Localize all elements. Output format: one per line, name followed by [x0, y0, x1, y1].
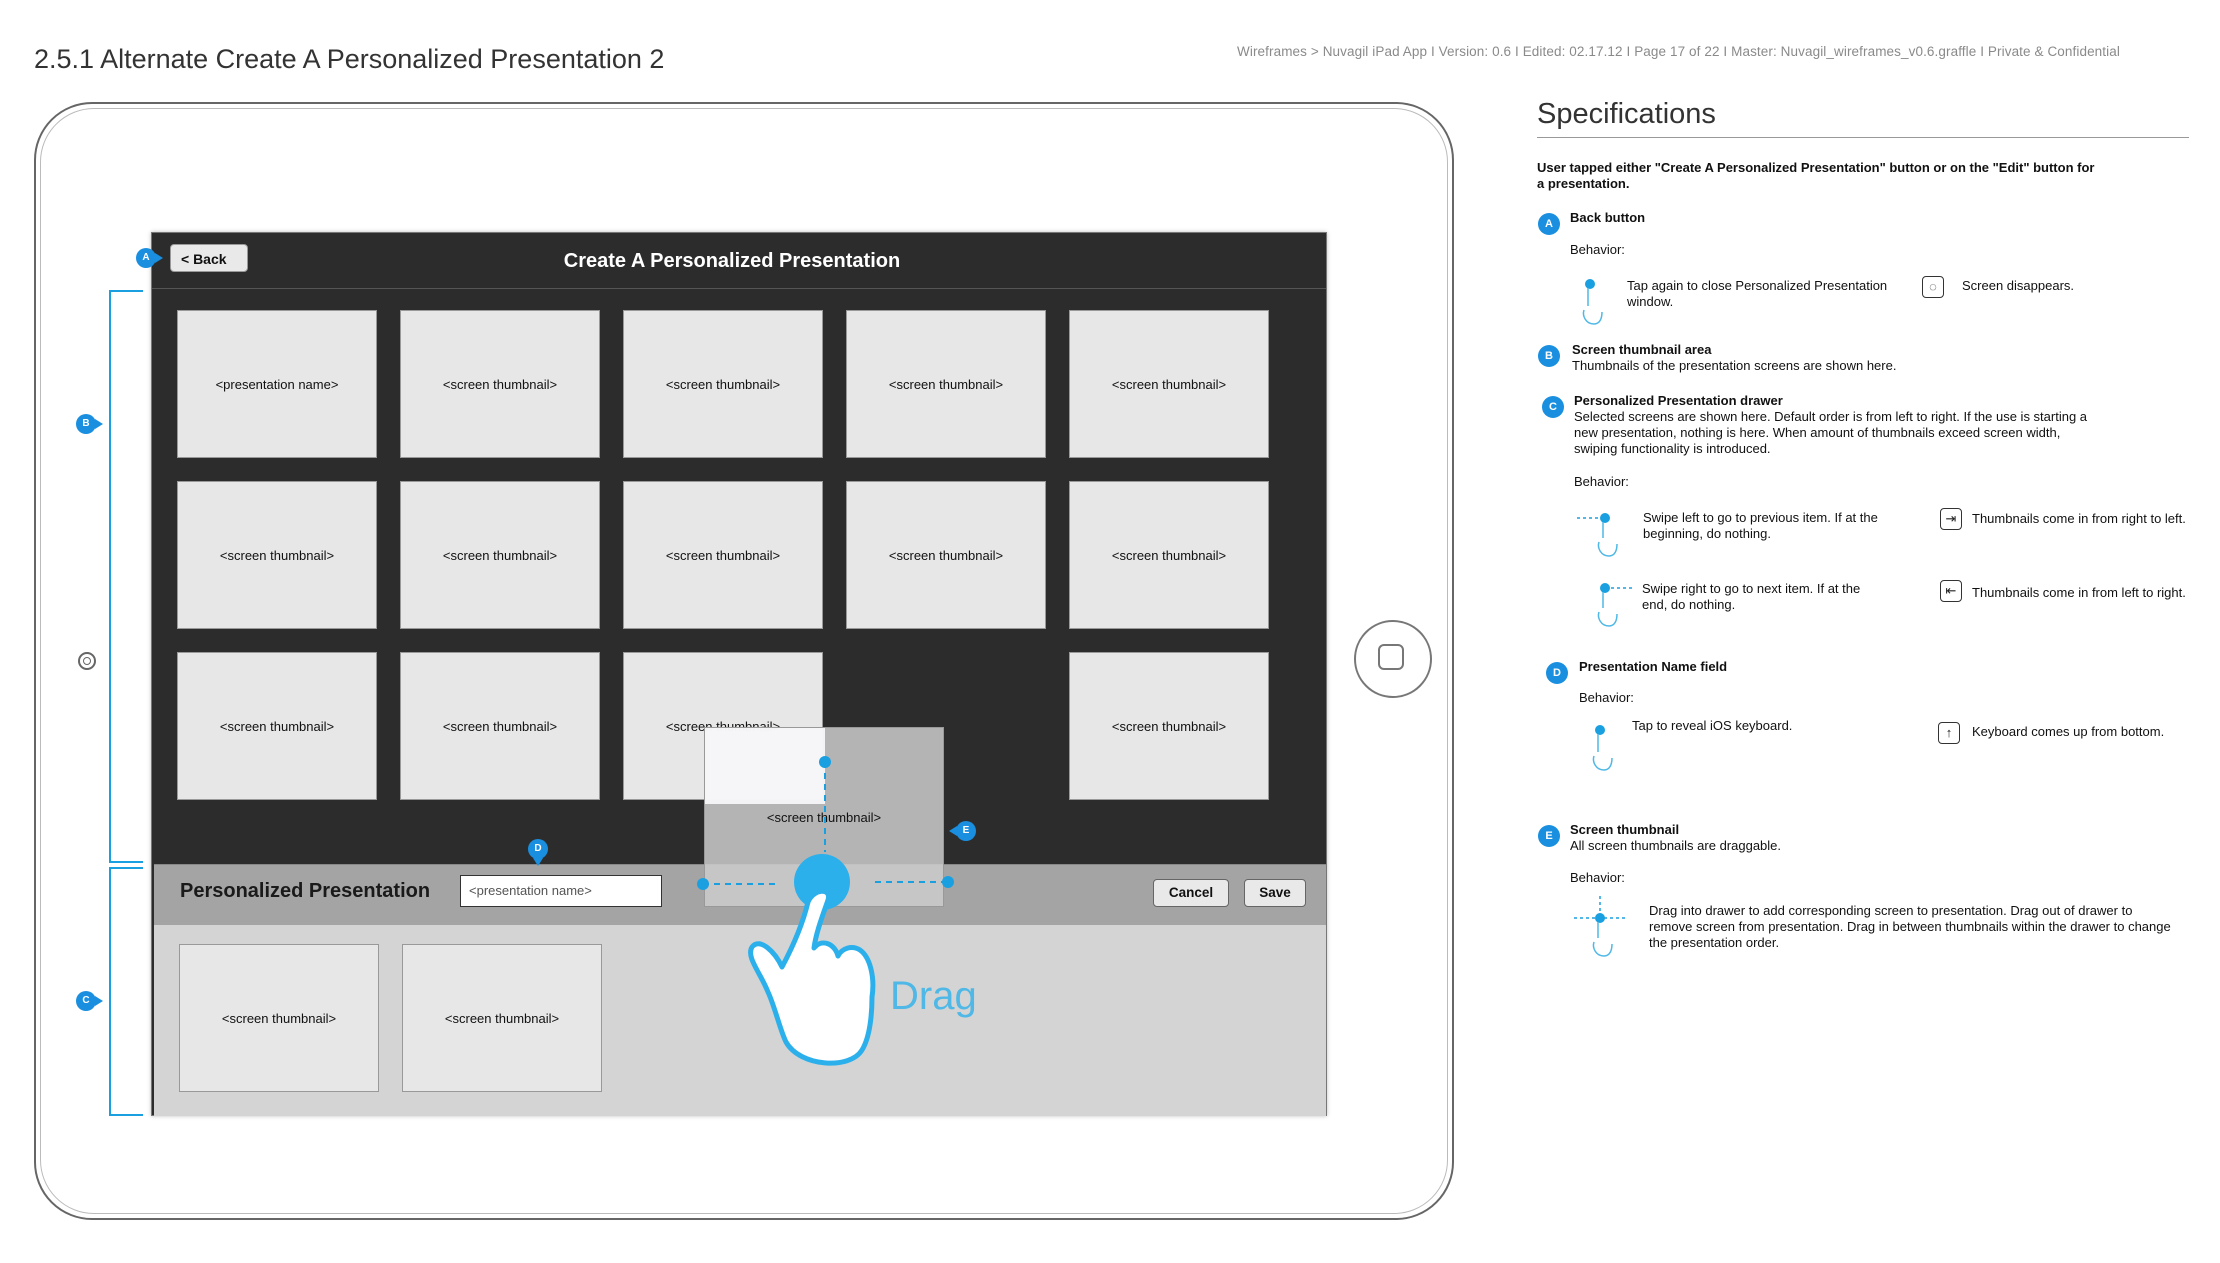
spec-b-desc: Thumbnails of the presentation screens a…: [1572, 358, 1897, 373]
screen-thumbnail[interactable]: <screen thumbnail>: [846, 310, 1046, 458]
spec-a-tap-text: Tap again to close Personalized Presenta…: [1627, 278, 1888, 309]
document-meta: Wireframes > Nuvagil iPad App I Version:…: [1237, 44, 2120, 59]
spec-badge-e: E: [1538, 825, 1560, 847]
spec-d-heading: Presentation Name field: [1579, 659, 1728, 674]
save-button[interactable]: Save: [1244, 879, 1306, 907]
callout-b: B: [76, 414, 103, 434]
callout-a: A: [136, 248, 163, 268]
screen-thumbnail[interactable]: <screen thumbnail>: [1069, 310, 1269, 458]
screen-thumbnail[interactable]: <screen thumbnail>: [623, 481, 823, 629]
spec-b-heading: Screen thumbnail area: [1572, 342, 1712, 357]
spec-c-behavior-label: Behavior:: [1574, 474, 1629, 489]
screen-thumbnail[interactable]: <screen thumbnail>: [177, 481, 377, 629]
dragged-thumbnail-highlight: [705, 728, 825, 804]
swipe-left-gesture-icon: [1577, 513, 1618, 557]
spec-a-heading: Back button: [1570, 210, 1646, 225]
drawer-thumbnail[interactable]: <screen thumbnail>: [402, 944, 602, 1092]
callout-e: E: [949, 821, 976, 841]
spec-c-swipe-left-result: Thumbnails come in from right to left.: [1972, 511, 2186, 526]
spec-c-desc: Selected screens are shown here. Default…: [1574, 409, 2088, 456]
nav-title: Create A Personalized Presentation: [563, 250, 901, 272]
spec-a-behavior-label: Behavior:: [1570, 242, 1625, 257]
spec-e-heading: Screen thumbnail: [1570, 822, 1680, 837]
ipad-frame: [34, 102, 1454, 1220]
tap-gesture-icon: [1592, 725, 1613, 771]
screen-thumbnail[interactable]: <screen thumbnail>: [1069, 481, 1269, 629]
back-button[interactable]: < Back: [170, 244, 248, 272]
spec-e-behavior-label: Behavior:: [1570, 870, 1625, 885]
swipe-right-gesture-icon: [1597, 583, 1633, 627]
screen-thumbnail[interactable]: <screen thumbnail>: [400, 481, 600, 629]
home-button-icon: [1378, 644, 1404, 670]
bracket-c: [109, 867, 143, 1116]
spec-badge-b: B: [1538, 345, 1560, 367]
spec-e-desc: All screen thumbnails are draggable.: [1570, 838, 1782, 853]
tap-gesture-icon: [1582, 279, 1603, 325]
screen-thumbnail[interactable]: <screen thumbnail>: [400, 652, 600, 800]
screen-close-icon: ◌: [1922, 276, 1944, 298]
nav-bar: [152, 233, 1326, 289]
callout-c: C: [76, 991, 103, 1011]
ipad-bezel: [40, 108, 1448, 1214]
spec-a-result: Screen disappears.: [1962, 278, 2075, 293]
spec-badge-d: D: [1546, 662, 1568, 684]
drag-gesture-icon: [1574, 896, 1626, 957]
slide-in-left-icon: ⇥: [1940, 508, 1962, 530]
spec-badge-a: A: [1538, 213, 1560, 235]
drag-hand-icon: [697, 756, 954, 1066]
screen-thumbnail[interactable]: <screen thumbnail>: [846, 481, 1046, 629]
screen-thumbnail[interactable]: <screen thumbnail>: [1069, 652, 1269, 800]
presentation-name-thumbnail[interactable]: <presentation name>: [177, 310, 377, 458]
spec-c-heading: Personalized Presentation drawer: [1574, 393, 1783, 408]
slide-in-right-icon: ⇤: [1940, 580, 1962, 602]
cancel-button[interactable]: Cancel: [1153, 879, 1229, 907]
spec-d-tap-text: Tap to reveal iOS keyboard.: [1632, 718, 1793, 733]
screen-thumbnail[interactable]: <screen thumbnail>: [623, 310, 823, 458]
screen-thumbnail[interactable]: <screen thumbnail>: [400, 310, 600, 458]
specs-title: Specifications: [1537, 98, 1716, 130]
callout-d: D: [528, 839, 548, 866]
bracket-b: [109, 290, 143, 863]
screen-thumbnail[interactable]: <screen thumbnail>: [177, 652, 377, 800]
drawer-title: Personalized Presentation: [180, 880, 431, 902]
spec-d-result: Keyboard comes up from bottom.: [1972, 724, 2165, 739]
keyboard-up-icon: ↑: [1938, 722, 1960, 744]
page-title: 2.5.1 Alternate Create A Personalized Pr…: [34, 44, 665, 74]
spec-c-swipe-right: Swipe right to go to next item. If at th…: [1642, 581, 1861, 612]
specs-intro: User tapped either "Create A Personalize…: [1537, 160, 2095, 191]
spec-c-swipe-left: Swipe left to go to previous item. If at…: [1643, 510, 1878, 541]
spec-e-drag-text: Drag into drawer to add corresponding sc…: [1649, 903, 2171, 950]
drawer-thumbnail[interactable]: <screen thumbnail>: [179, 944, 379, 1092]
spec-badge-c: C: [1542, 396, 1564, 418]
spec-c-swipe-right-result: Thumbnails come in from left to right.: [1972, 585, 2186, 600]
home-button[interactable]: [1354, 620, 1432, 698]
drag-label: Drag: [890, 974, 977, 1018]
presentation-name-field[interactable]: <presentation name>: [460, 875, 662, 907]
spec-d-behavior-label: Behavior:: [1579, 690, 1634, 705]
camera-icon: [78, 652, 96, 670]
specs-divider: [1537, 137, 2189, 138]
